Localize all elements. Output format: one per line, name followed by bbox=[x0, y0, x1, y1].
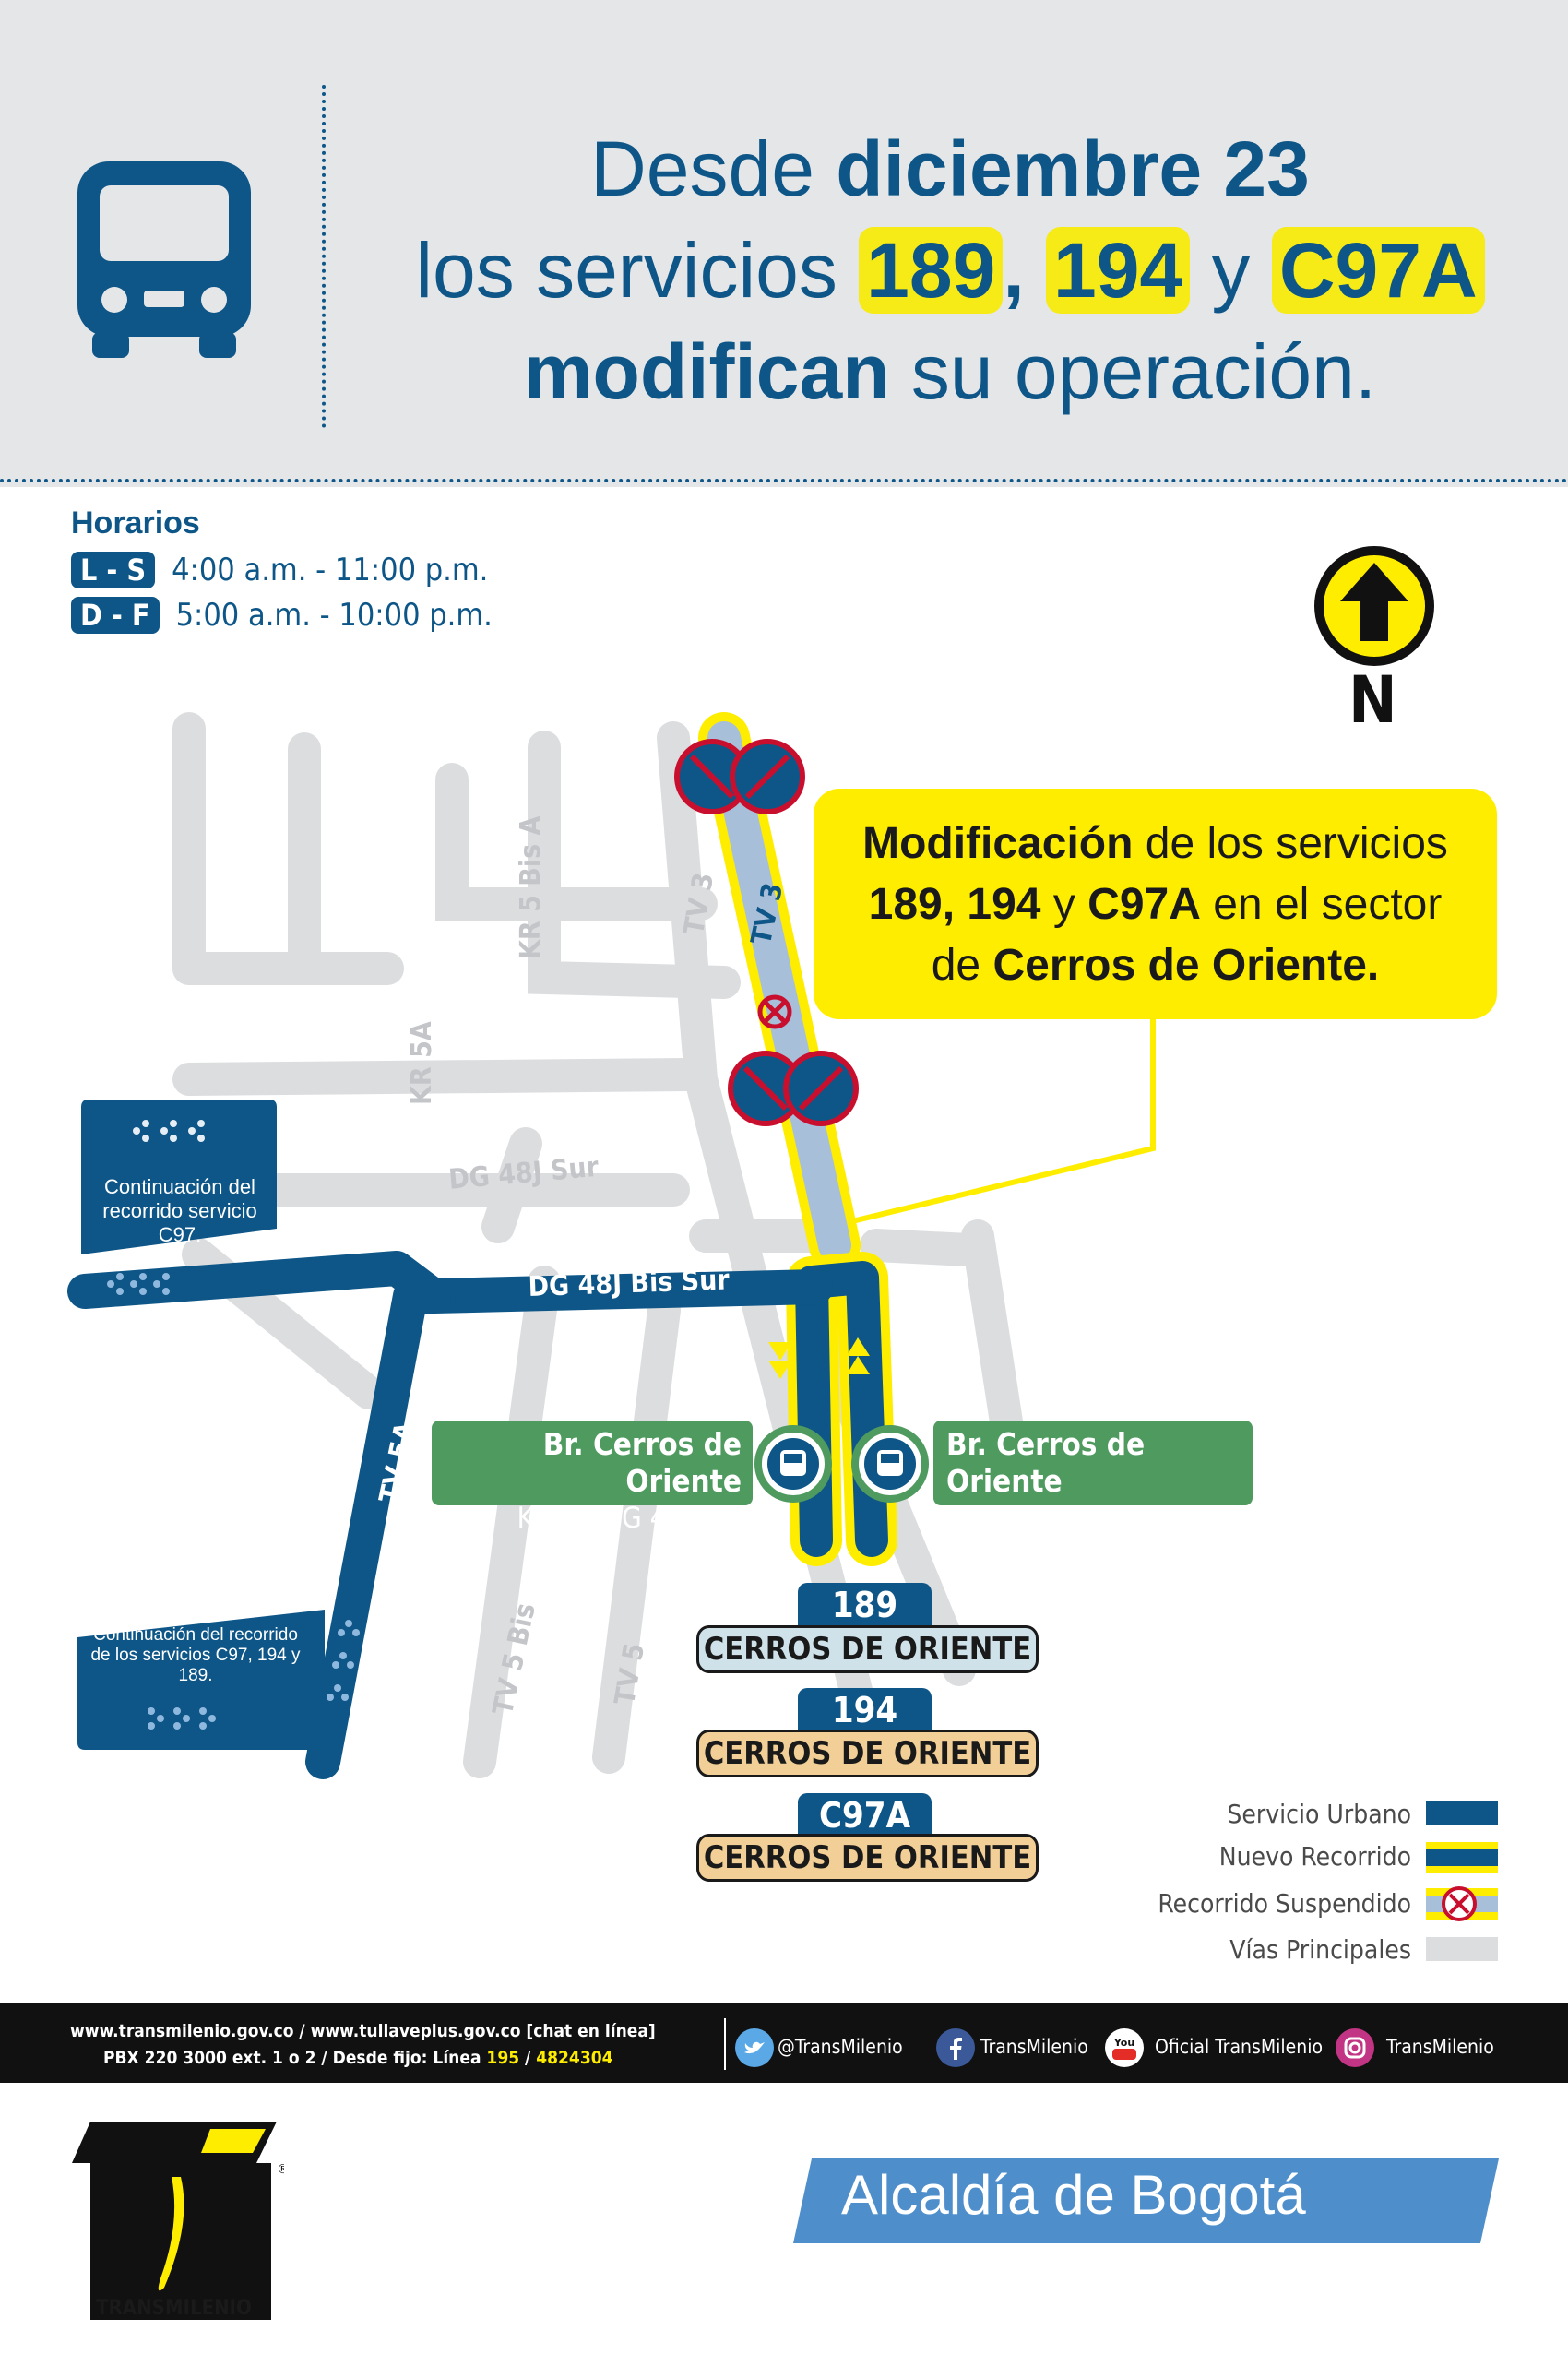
headline: Desde diciembre 23 los servicios 189, 19… bbox=[350, 118, 1550, 422]
header-divider-vertical bbox=[322, 85, 326, 428]
footer-phone: PBX 220 3000 ext. 1 o 2 / Desde fijo: Lí… bbox=[103, 2048, 613, 2068]
headline-line2: los servicios 189, 194 y C97A bbox=[350, 220, 1550, 321]
schedule-row: D - F 5:00 a.m. - 10:00 p.m. bbox=[71, 597, 493, 634]
continuation-arrows-left bbox=[107, 1273, 170, 1295]
callout-box bbox=[814, 789, 1497, 1019]
route-destination-194: CERROS DE ORIENTE bbox=[696, 1730, 1039, 1777]
facebook-handle[interactable]: TransMilenio bbox=[980, 2036, 1088, 2058]
bus-stop-left-icon bbox=[754, 1425, 832, 1503]
alcaldia-text: Alcaldía de Bogotá bbox=[841, 2164, 1306, 2226]
route-number-c97a: C97A bbox=[798, 1793, 932, 1837]
bus-icon bbox=[77, 161, 251, 358]
legend-label-nuevo: Nuevo Recorrido bbox=[1218, 1841, 1411, 1872]
svg-text:®: ® bbox=[277, 2162, 284, 2177]
schedule-hours: 4:00 a.m. - 11:00 p.m. bbox=[172, 552, 489, 588]
legend-label-vias: Vías Principales bbox=[1229, 1934, 1411, 1965]
days-badge: L - S bbox=[71, 552, 156, 588]
header-divider bbox=[0, 479, 1568, 482]
twitter-handle[interactable]: @TransMilenio bbox=[778, 2036, 903, 2058]
stop-label-left: Br. Cerros de Oriente KR 3 - DG 48J Sur bbox=[432, 1421, 753, 1535]
compass-label: N bbox=[1348, 662, 1397, 738]
route-c97a-highlight: C97A bbox=[1271, 227, 1485, 314]
transmilenio-wordmark: TRANSMILENIO bbox=[96, 2297, 252, 2320]
days-badge: D - F bbox=[71, 597, 160, 634]
street-label-kr5bisa: KR 5 Bis A bbox=[515, 815, 547, 959]
schedule-title: Horarios bbox=[71, 505, 200, 541]
youtube-icon[interactable]: You bbox=[1105, 2028, 1144, 2067]
headline-line1: Desde diciembre 23 bbox=[590, 125, 1310, 212]
stop-address: KR 3 - DG 48J Sur bbox=[946, 1502, 1171, 1535]
urban-service-tv5a bbox=[305, 1278, 451, 1779]
footer-bar bbox=[0, 2003, 1568, 2083]
street-label-kr5a: KR 5A bbox=[406, 1021, 438, 1105]
route-194-highlight: 194 bbox=[1046, 227, 1191, 314]
continuation-c97-box bbox=[81, 1100, 277, 1254]
schedule-hours: 5:00 a.m. - 10:00 p.m. bbox=[175, 597, 493, 634]
callout-connector bbox=[848, 1015, 1156, 1225]
direction-arrows bbox=[768, 1338, 870, 1379]
facebook-icon[interactable] bbox=[936, 2028, 975, 2067]
continuation-others-box bbox=[77, 1610, 325, 1750]
legend-label-urbano: Servicio Urbano bbox=[1227, 1799, 1411, 1829]
svg-text:You: You bbox=[1113, 2037, 1134, 2049]
continuation-c97-text: Continuación del recorrido servicio C97. bbox=[102, 1175, 257, 1246]
route-number-189: 189 bbox=[798, 1583, 932, 1627]
legend-label-suspendido: Recorrido Suspendido bbox=[1158, 1888, 1411, 1919]
suspended-mark-icon bbox=[757, 994, 792, 1029]
transmilenio-logo: ® bbox=[72, 2122, 284, 2320]
footer-separator bbox=[724, 2018, 726, 2070]
suspended-stop-icon-top bbox=[674, 739, 805, 814]
stop-label-right: Br. Cerros de Oriente KR 3 - DG 48J Sur bbox=[933, 1421, 1253, 1535]
stop-address: KR 3 - DG 48J Sur bbox=[517, 1502, 742, 1535]
callout-text: Modificación de los servicios 189, 194 y… bbox=[862, 819, 1448, 990]
suspended-stop-icon-bottom bbox=[728, 1051, 859, 1126]
route-destination-c97a: CERROS DE ORIENTE bbox=[696, 1834, 1039, 1882]
route-189-highlight: 189 bbox=[859, 227, 1004, 314]
alcaldia-banner bbox=[793, 2158, 1499, 2243]
suspended-mark-icon bbox=[1442, 1886, 1477, 1921]
stop-name: Br. Cerros de Oriente bbox=[542, 1426, 742, 1499]
stop-name: Br. Cerros de Oriente bbox=[946, 1426, 1146, 1499]
continuation-arrows-down bbox=[327, 1620, 360, 1701]
footer-websites[interactable]: www.transmilenio.gov.co / www.tullaveplu… bbox=[70, 2021, 656, 2041]
main-roads bbox=[172, 712, 1031, 1778]
legend-swatch-vias bbox=[1426, 1937, 1498, 1961]
route-number-194: 194 bbox=[798, 1688, 932, 1732]
legend-swatch-urbano bbox=[1426, 1801, 1498, 1825]
route-map bbox=[67, 712, 1156, 1779]
route-destination-189: CERROS DE ORIENTE bbox=[696, 1625, 1039, 1673]
legend-swatch-nuevo bbox=[1426, 1842, 1498, 1873]
twitter-icon[interactable] bbox=[735, 2028, 774, 2067]
instagram-handle[interactable]: TransMilenio bbox=[1386, 2036, 1494, 2058]
instagram-icon[interactable] bbox=[1336, 2028, 1374, 2067]
continuation-others-text: Continuación del recorrido de los servic… bbox=[90, 1625, 301, 1685]
north-arrow-icon bbox=[1314, 546, 1434, 666]
bus-stop-right-icon bbox=[851, 1425, 929, 1503]
headline-line3: modifican su operación. bbox=[523, 328, 1377, 415]
youtube-channel[interactable]: Oficial TransMilenio bbox=[1155, 2036, 1324, 2058]
suspended-route bbox=[707, 721, 851, 1262]
schedule-row: L - S 4:00 a.m. - 11:00 p.m. bbox=[71, 552, 488, 588]
